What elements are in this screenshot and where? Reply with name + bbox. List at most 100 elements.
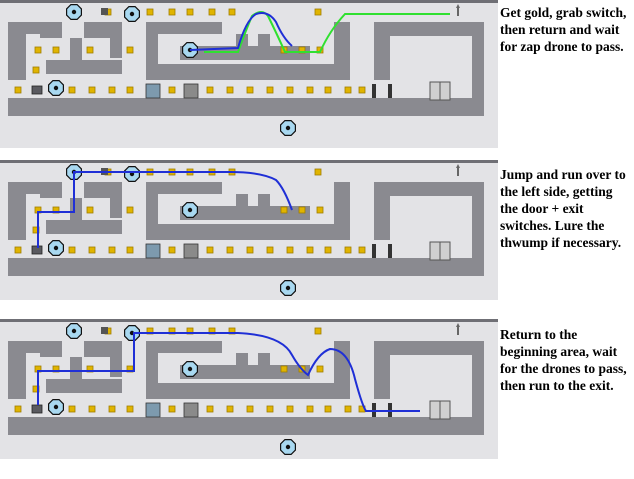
gold-icon <box>226 86 234 94</box>
wall-block <box>8 22 26 80</box>
gold-icon <box>246 405 254 413</box>
wall-block <box>472 22 484 102</box>
gold-icon <box>306 246 314 254</box>
wall-block <box>180 64 350 80</box>
drone-eye <box>187 207 193 213</box>
gold-icon <box>88 86 96 94</box>
wall-block <box>110 182 122 218</box>
wall-block <box>8 341 26 399</box>
gold-icon <box>266 246 274 254</box>
wall-block <box>40 22 62 38</box>
route-blue <box>37 171 293 248</box>
gold-icon <box>358 86 366 94</box>
gold-icon <box>126 86 134 94</box>
wall-block <box>374 182 390 240</box>
wall-block <box>472 341 484 421</box>
gold-icon <box>324 86 332 94</box>
wall-block <box>8 98 484 116</box>
gold-icon <box>286 405 294 413</box>
wall-block <box>70 198 82 234</box>
gold-icon <box>286 246 294 254</box>
exit-switch-icon <box>101 327 108 334</box>
wall-block <box>374 22 390 80</box>
gold-icon <box>246 246 254 254</box>
gold-icon <box>324 405 332 413</box>
wall-block <box>8 182 26 240</box>
gold-icon <box>316 206 324 214</box>
level-panel-1 <box>0 0 498 148</box>
wall-block <box>110 341 122 377</box>
wall-block <box>374 341 484 355</box>
wall-block <box>374 341 390 399</box>
thwump-icon <box>31 404 43 414</box>
locked-door-icon <box>145 83 161 99</box>
locked-door-icon <box>145 402 161 418</box>
wall-block <box>8 182 44 194</box>
locked-door-icon <box>183 243 199 259</box>
gold-icon <box>246 86 254 94</box>
gold-icon <box>168 8 176 16</box>
caption-2: Jump and run over to the left side, gett… <box>500 167 626 250</box>
gold-icon <box>344 246 352 254</box>
wall-block <box>146 64 184 80</box>
gold-icon <box>344 86 352 94</box>
wall-block <box>146 341 222 353</box>
gold-icon <box>314 8 322 16</box>
top-border <box>0 160 498 163</box>
wall-block <box>8 417 484 435</box>
drone-eye <box>285 285 291 291</box>
drone-eye <box>71 328 77 334</box>
wall-block <box>70 38 82 74</box>
route-green <box>204 11 450 53</box>
wall-block <box>8 341 44 353</box>
level-map-2 <box>0 160 498 300</box>
gold-icon <box>208 8 216 16</box>
gold-icon <box>266 86 274 94</box>
gold-icon <box>126 206 134 214</box>
gold-icon <box>34 46 42 54</box>
wall-block <box>334 182 350 240</box>
wall-block <box>258 34 270 60</box>
wall-block <box>8 258 484 276</box>
wall-block <box>40 341 62 357</box>
level-map-1 <box>0 0 498 148</box>
wall-block <box>146 22 222 34</box>
gold-icon <box>280 365 288 373</box>
gold-icon <box>14 86 22 94</box>
route-blue <box>37 332 420 412</box>
gold-icon <box>206 405 214 413</box>
gold-icon <box>126 46 134 54</box>
gold-icon <box>88 405 96 413</box>
gold-icon <box>168 405 176 413</box>
gold-icon <box>168 246 176 254</box>
gold-icon <box>228 8 236 16</box>
wall-block <box>180 383 350 399</box>
gold-icon <box>32 66 40 74</box>
gold-icon <box>280 206 288 214</box>
door-icon <box>372 244 376 258</box>
gold-icon <box>146 8 154 16</box>
route-blue <box>189 12 293 51</box>
wall-block <box>472 182 484 262</box>
gold-icon <box>206 246 214 254</box>
wall-block <box>334 341 350 399</box>
locked-door-icon <box>183 83 199 99</box>
drone-eye <box>187 366 193 372</box>
gold-icon <box>226 405 234 413</box>
wall-block <box>236 194 248 220</box>
wall-block <box>146 224 184 240</box>
gold-icon <box>266 405 274 413</box>
player-ninja-icon <box>456 4 460 16</box>
wall-block <box>70 357 82 393</box>
caption-1: Get gold, grab switch, then return and w… <box>500 5 627 54</box>
map-base <box>0 160 498 300</box>
door-icon <box>388 244 392 258</box>
wall-block <box>146 383 184 399</box>
wall-block <box>46 220 122 234</box>
map-base <box>0 319 498 459</box>
wall-block <box>8 22 44 34</box>
gold-icon <box>306 86 314 94</box>
drone-eye <box>71 9 77 15</box>
gold-icon <box>186 8 194 16</box>
player-ninja-icon <box>456 164 460 176</box>
